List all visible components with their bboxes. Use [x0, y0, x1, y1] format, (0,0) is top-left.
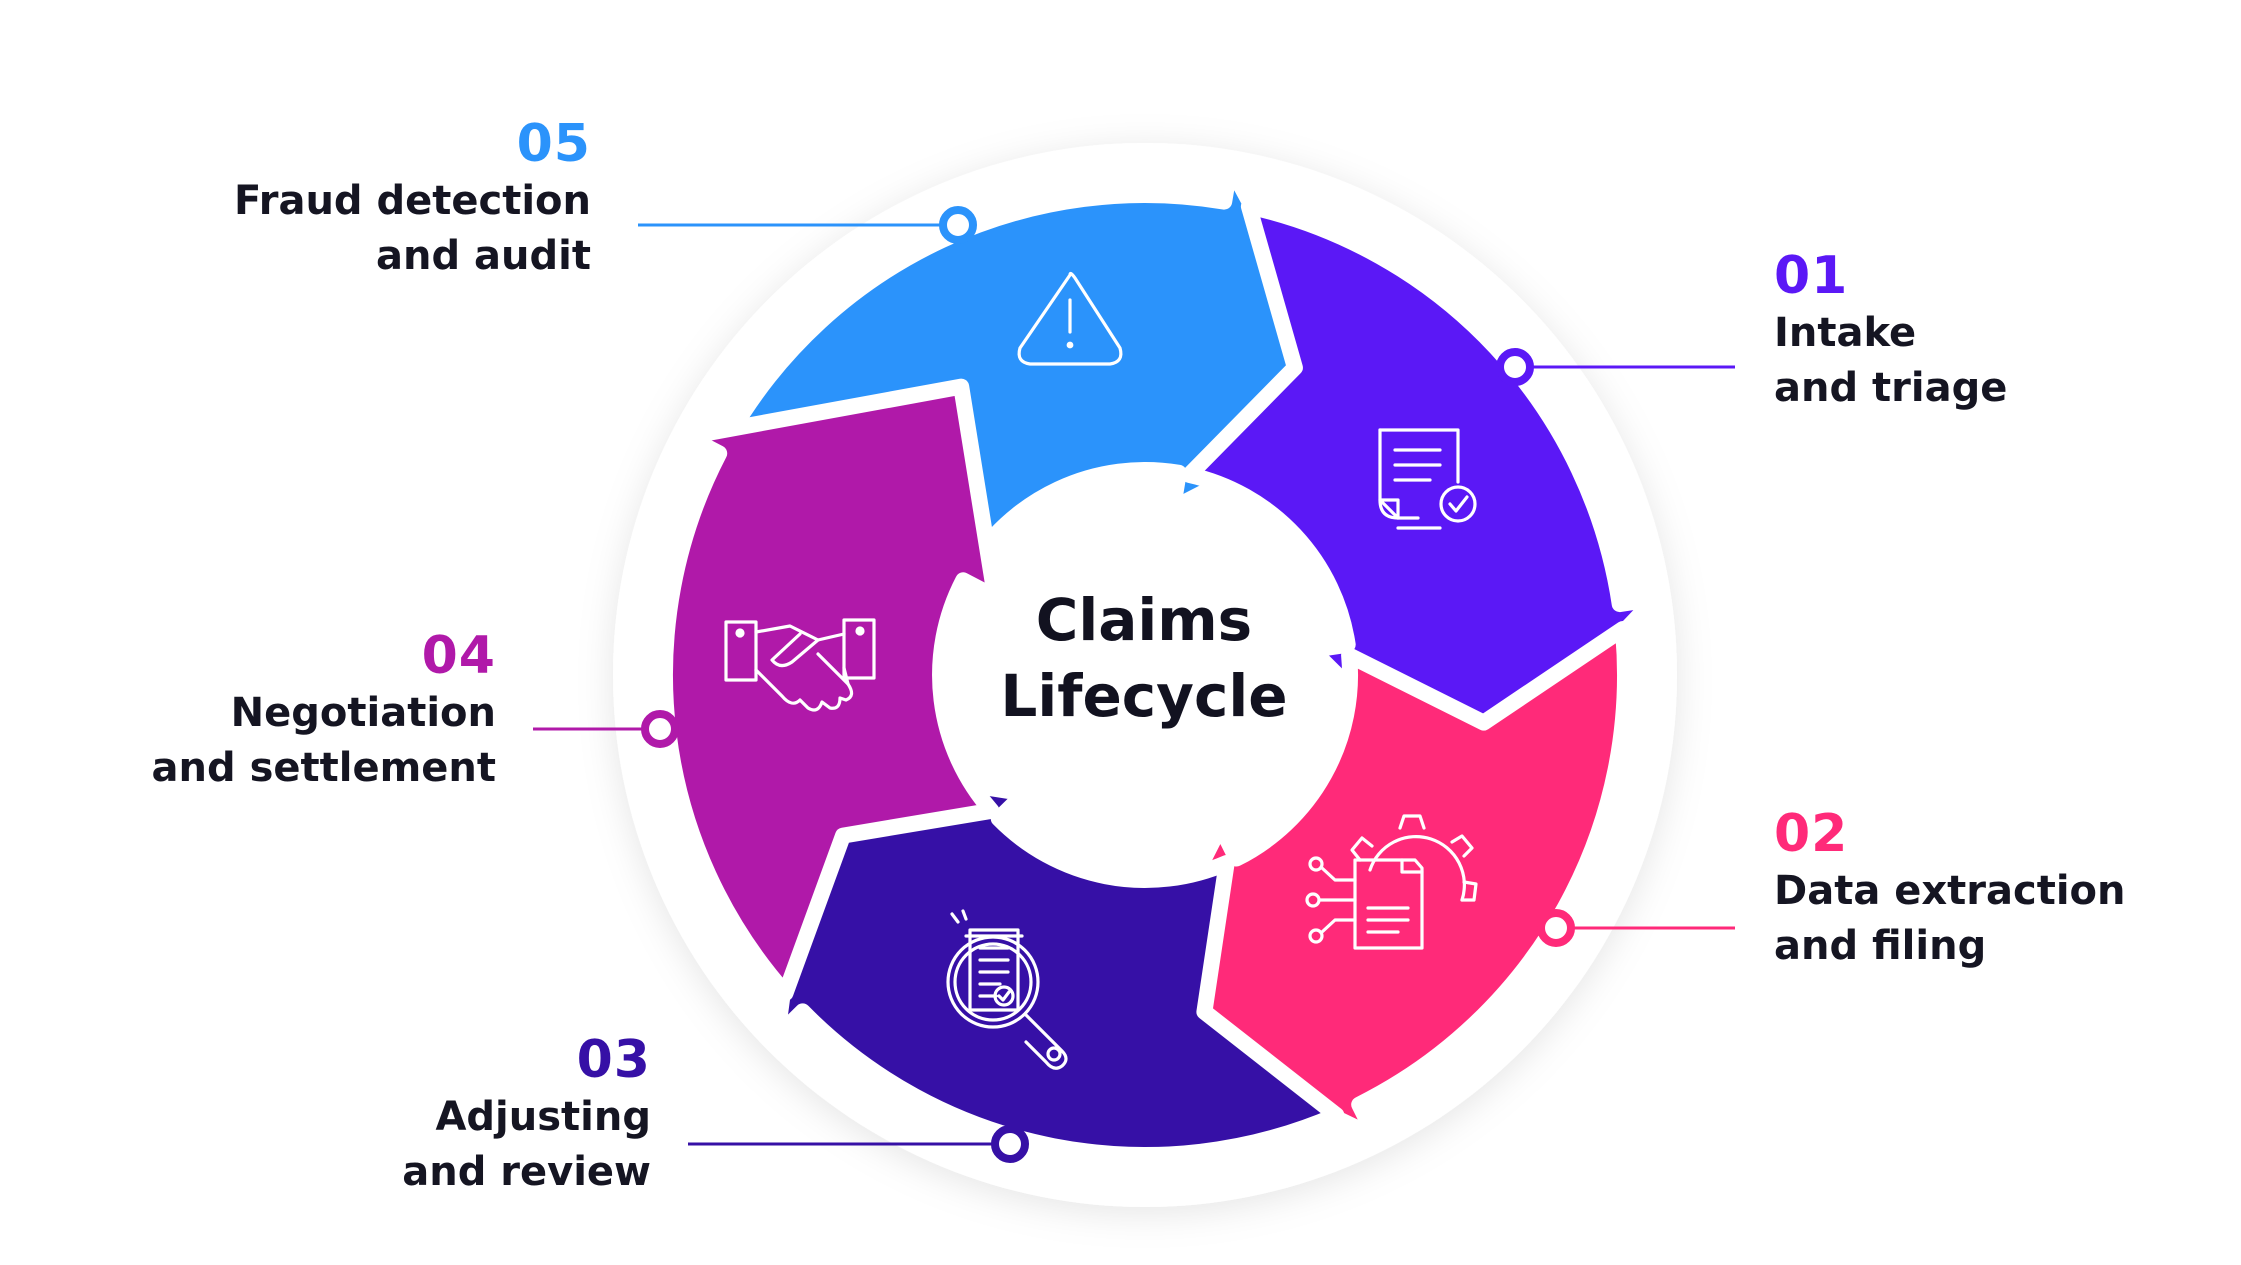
handshake-icon	[724, 618, 876, 712]
center-title-line-2: Lifecycle	[1000, 662, 1288, 730]
step-03-label: 03 Adjusting and review	[402, 1030, 651, 1200]
step-05-label: 05 Fraud detection and audit	[234, 114, 591, 284]
cycle-segment-step-01	[1181, 198, 1664, 809]
connector-dot-02	[1537, 909, 1575, 947]
step-02-title-line-1: Data extraction	[1774, 868, 2126, 914]
step-02-label: 02 Data extraction and filing	[1774, 804, 2126, 974]
step-04-number: 04	[421, 626, 496, 686]
cycle-segment-step-04	[656, 378, 1004, 1002]
warning-triangle-icon	[1017, 271, 1123, 366]
center-title-line-1: Claims	[1035, 586, 1253, 654]
step-02-number: 02	[1774, 804, 1849, 864]
connector-dot-03	[991, 1125, 1029, 1163]
center-title: Claims Lifecycle	[944, 582, 1344, 734]
cycle-segment-step-03	[769, 752, 1345, 1164]
connector-dot-01	[1496, 348, 1534, 386]
step-01-label: 01 Intake and triage	[1774, 246, 2007, 416]
step-05-title-line-1: Fraud detection	[233, 178, 591, 224]
step-02-title-line-2: and filing	[1774, 923, 1987, 969]
step-03-number: 03	[576, 1030, 651, 1090]
document-magnifier-icon	[946, 909, 1068, 1070]
step-04-label: 04 Negotiation and settlement	[152, 626, 496, 796]
cycle-segment-step-02	[1116, 621, 1633, 1145]
step-04-title-line-1: Negotiation	[230, 690, 496, 736]
document-gear-icon	[1305, 814, 1478, 950]
step-05-number: 05	[516, 114, 591, 174]
step-04-title-line-2: and settlement	[151, 745, 496, 791]
step-03-title-line-2: and review	[402, 1149, 651, 1195]
connector-dot-04	[641, 710, 679, 748]
step-05-title-line-2: and audit	[376, 233, 591, 279]
step-01-title-line-1: Intake	[1774, 310, 1917, 356]
connector-dot-05	[939, 206, 977, 244]
step-01-number: 01	[1774, 246, 1849, 306]
step-03-title-line-1: Adjusting	[435, 1094, 651, 1140]
document-check-icon	[1378, 428, 1477, 530]
step-01-title-line-2: and triage	[1774, 365, 2008, 411]
